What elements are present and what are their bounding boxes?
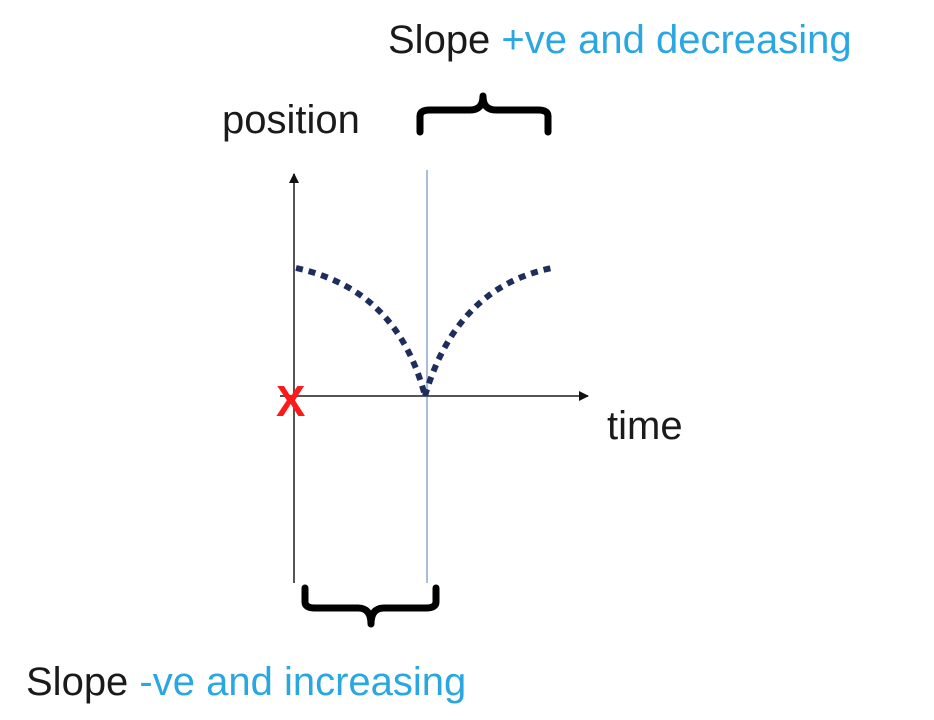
bottom-brace bbox=[301, 584, 440, 628]
top-slope-annotation: Slope +ve and decreasing bbox=[388, 20, 852, 60]
bottom-annotation-highlight: -ve and increasing bbox=[139, 660, 467, 704]
x-axis-label: time bbox=[607, 404, 683, 448]
bottom-slope-annotation: Slope -ve and increasing bbox=[26, 662, 466, 702]
curve-left-branch bbox=[295, 265, 428, 397]
bottom-annotation-prefix: Slope bbox=[26, 660, 140, 704]
top-annotation-highlight: +ve and decreasing bbox=[501, 18, 852, 62]
top-annotation-prefix: Slope bbox=[388, 18, 502, 62]
y-axis-label: position bbox=[222, 98, 360, 142]
curve-right-branch bbox=[422, 265, 553, 397]
top-brace bbox=[416, 92, 552, 136]
origin-x-marker: X bbox=[276, 377, 306, 426]
